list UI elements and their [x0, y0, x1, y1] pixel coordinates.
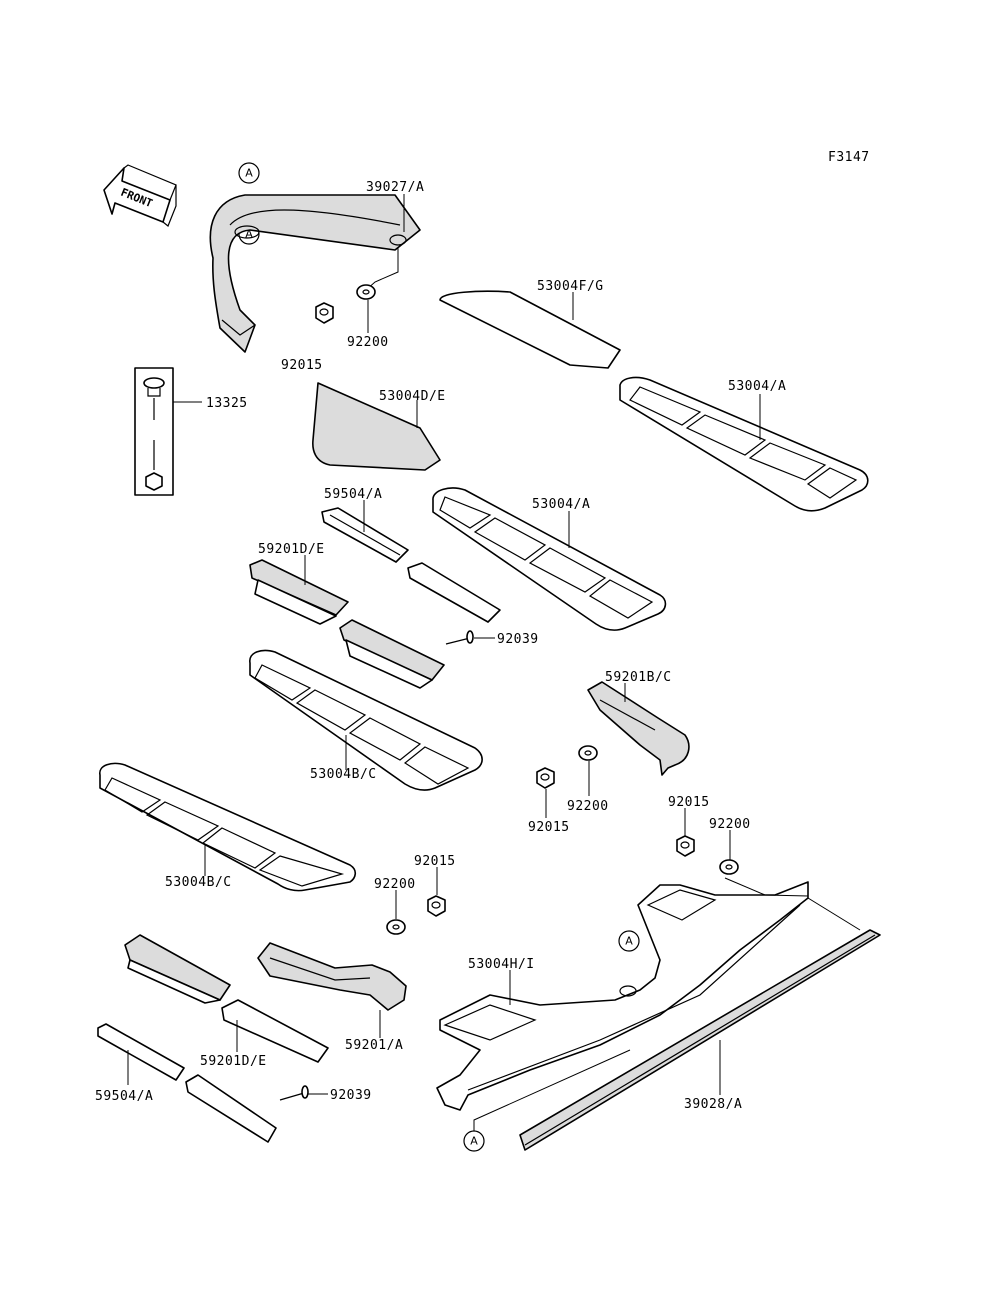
- part-pad-upper-right: [339, 619, 445, 689]
- ref-marker-a-5: A: [463, 1130, 485, 1152]
- svg-text:A: A: [245, 228, 253, 241]
- part-pad-59201BC: [587, 681, 690, 776]
- part-pad-59201DE-upper: [249, 559, 349, 625]
- part-pad-59201A: [257, 942, 407, 1011]
- label-53004A-middle: 53004/A: [532, 497, 590, 512]
- label-53004BC-middle: 53004B/C: [310, 767, 377, 782]
- part-strip-39028A: [519, 929, 881, 1151]
- part-nut-92015-right: [676, 835, 695, 857]
- svg-text:A: A: [625, 935, 633, 948]
- label-92200-right: 92200: [709, 817, 751, 832]
- part-rail-59504A-lower-a: [97, 1023, 185, 1081]
- part-mat-53004A-right: [619, 376, 869, 512]
- label-92200-top: 92200: [347, 335, 389, 350]
- label-59504A-lower: 59504/A: [95, 1089, 153, 1104]
- part-rail-upper-right: [407, 562, 501, 623]
- svg-text:A: A: [245, 167, 253, 180]
- part-mat-53004BC-lower: [99, 762, 357, 892]
- label-59504A-upper: 59504/A: [324, 487, 382, 502]
- ref-marker-a-4: A: [618, 930, 640, 952]
- part-washer-92200-right: [719, 859, 739, 875]
- label-92039-upper: 92039: [497, 632, 539, 647]
- label-59201DE-upper: 59201D/E: [258, 542, 325, 557]
- label-53004BC-lower: 53004B/C: [165, 875, 232, 890]
- part-mat-53004FG: [439, 290, 621, 369]
- part-pad-59201DE-lower-a: [124, 934, 231, 1004]
- part-mat-53004BC-middle: [249, 649, 483, 791]
- label-92039-lower: 92039: [330, 1088, 372, 1103]
- label-53004FG: 53004F/G: [537, 279, 604, 294]
- label-53004DE: 53004D/E: [379, 389, 446, 404]
- part-washer-92200-top: [356, 284, 376, 300]
- part-mat-53004HI: [436, 881, 809, 1111]
- ref-marker-a-1: A: [238, 162, 260, 184]
- label-39028A: 39028/A: [684, 1097, 742, 1112]
- label-92200-lower: 92200: [374, 877, 416, 892]
- label-92015-lower: 92015: [414, 854, 456, 869]
- part-washer-92200-lower: [386, 919, 406, 935]
- label-59201A: 59201/A: [345, 1038, 403, 1053]
- label-53004HI: 53004H/I: [468, 957, 535, 972]
- svg-text:A: A: [470, 1135, 478, 1148]
- part-nut-92015-middle: [536, 767, 555, 789]
- label-92015-middle: 92015: [528, 820, 570, 835]
- part-nut-92015-top: [315, 302, 334, 324]
- label-13325: 13325: [206, 396, 248, 411]
- part-rail-59504A-lower-b: [185, 1074, 277, 1143]
- part-rivet-92039-upper: [445, 630, 474, 645]
- label-92015-top: 92015: [281, 358, 323, 373]
- part-nut-92015-lower: [427, 895, 446, 917]
- part-washer-92200-middle: [578, 745, 598, 761]
- figure-code: F3147: [828, 150, 870, 165]
- part-pad-59201DE-lower-b: [221, 999, 329, 1063]
- part-rivet-92039-lower: [279, 1085, 309, 1101]
- part-mat-53004DE: [312, 382, 441, 471]
- label-92015-right: 92015: [668, 795, 710, 810]
- label-59201DE-lower: 59201D/E: [200, 1054, 267, 1069]
- label-59201BC: 59201B/C: [605, 670, 672, 685]
- label-92200-middle: 92200: [567, 799, 609, 814]
- part-grab-handle: [209, 194, 421, 353]
- label-53004A-right: 53004/A: [728, 379, 786, 394]
- part-box-13325: [134, 367, 174, 496]
- part-mat-53004A-middle: [432, 487, 667, 631]
- label-39027A: 39027/A: [366, 180, 424, 195]
- part-rail-59504A-upper: [321, 507, 409, 563]
- front-arrow-icon: FRONT: [103, 164, 177, 227]
